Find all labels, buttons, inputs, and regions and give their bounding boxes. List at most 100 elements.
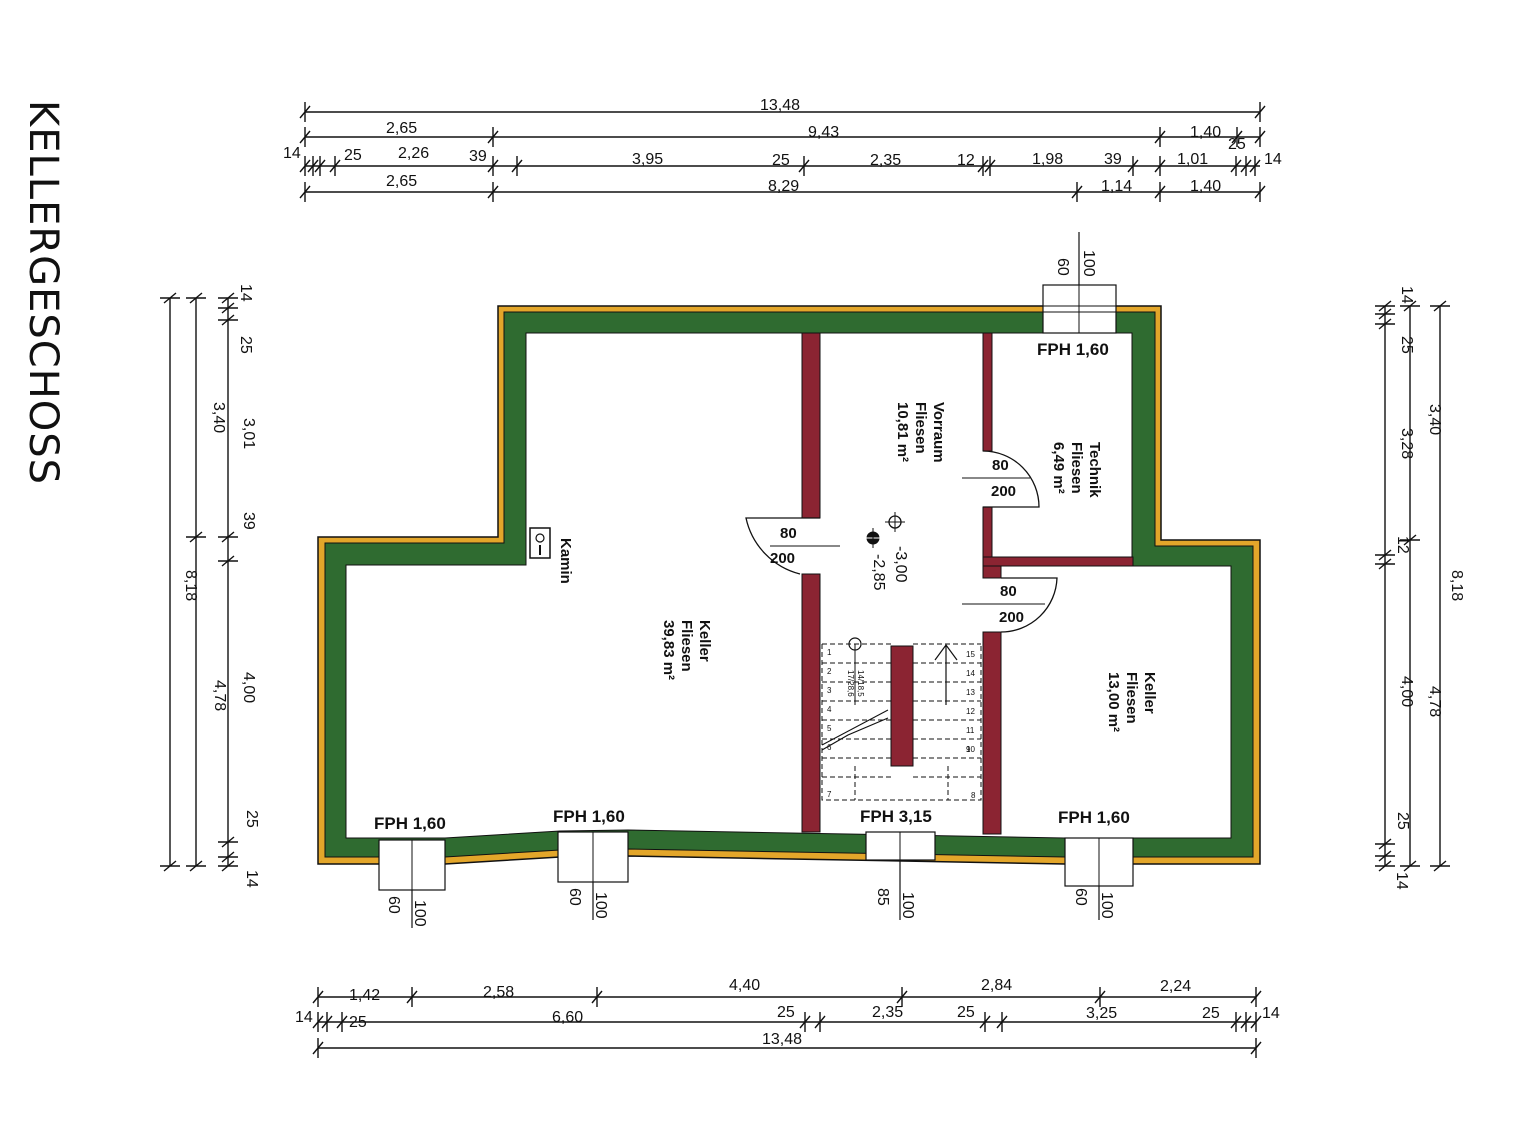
dim-left-in-2: 3,01 xyxy=(240,418,257,449)
dim-left-in-1: 25 xyxy=(237,336,254,354)
door-3-width: 80 xyxy=(1000,583,1017,600)
dim-right-mid-b: 4,78 xyxy=(1426,686,1443,717)
dim-right-in-6: 14 xyxy=(1393,872,1410,890)
dim-right-mid-a: 3,40 xyxy=(1426,404,1443,435)
dim-top-r3-4: 3,95 xyxy=(632,151,663,168)
stair-step-number: 10 xyxy=(966,745,975,754)
door-swing-keller-small xyxy=(1000,577,1058,633)
window-2-h: 100 xyxy=(592,892,609,919)
door-swing-keller xyxy=(745,517,820,575)
dim-right-outer: 8,18 xyxy=(1448,570,1465,601)
stair-landing-label: 8 xyxy=(971,791,976,800)
dim-top-r3-5: 25 xyxy=(772,152,790,169)
dim-bottom-r1-1: 2,58 xyxy=(483,984,514,1001)
dim-right-in-3: 12 xyxy=(1394,536,1411,554)
door-2-width: 80 xyxy=(992,457,1009,474)
room-technik-name: Technik xyxy=(1086,442,1103,498)
window-top-w: 60 xyxy=(1054,258,1071,276)
dim-left-in-6: 14 xyxy=(243,870,260,888)
dim-bottom-r2-1: 25 xyxy=(349,1014,367,1031)
dim-top-r3-10: 1,01 xyxy=(1177,151,1208,168)
door-3-height: 200 xyxy=(999,609,1024,626)
dim-top-r4-c: 1,14 xyxy=(1101,178,1132,195)
stair-center-wall xyxy=(890,645,914,767)
dim-top-r2-d: 25 xyxy=(1228,136,1246,153)
stair-annotation-b: 17/28,6 xyxy=(846,670,855,697)
dim-top-r4-d: 1,40 xyxy=(1190,178,1221,195)
window-label-top: FPH 1,60 xyxy=(1037,340,1109,359)
interior-wall-right-upper xyxy=(982,332,993,452)
interior-wall-technik xyxy=(982,556,1134,567)
window-labels: FPH 1,60 FPH 1,60 FPH 1,60 FPH 3,15 FPH … xyxy=(374,232,1130,928)
dim-top-r3-9: 39 xyxy=(1104,151,1122,168)
dim-right-in-2: 3,28 xyxy=(1398,428,1415,459)
dim-bottom-r2-6: 3,25 xyxy=(1086,1005,1117,1022)
door-1-width: 80 xyxy=(780,525,797,542)
dim-bottom-r1-0: 1,42 xyxy=(349,987,380,1004)
dim-top-r3-11: 14 xyxy=(1264,151,1282,168)
window-3-w: 85 xyxy=(874,888,891,906)
room-vorraum-floor: Fliesen xyxy=(912,402,929,454)
dim-bottom-r2-5: 25 xyxy=(957,1004,975,1021)
dimension-lines: 13,48 2,65 9,43 1,40 25 14 25 2,26 39 3,… xyxy=(160,97,1465,1058)
room-labels: Keller Fliesen 39,83 m² Vorraum Fliesen … xyxy=(557,402,1158,732)
dim-top-r4-a: 2,65 xyxy=(386,173,417,190)
stair-outline xyxy=(821,644,982,801)
building-outline xyxy=(317,284,1261,891)
window-top-h: 100 xyxy=(1080,250,1097,277)
doors xyxy=(745,450,1058,633)
dim-bottom-total: 13,48 xyxy=(762,1031,802,1048)
floor-title: KELLERGESCHOSS xyxy=(20,100,66,485)
interior-wall-left-upper xyxy=(801,332,821,519)
stair-step-number: 11 xyxy=(966,726,975,735)
dim-top-r3-6: 2,35 xyxy=(870,152,901,169)
level-markers: -3,00 -2,85 xyxy=(863,512,909,591)
room-technik-floor: Fliesen xyxy=(1068,442,1085,494)
dim-left-in-3: 39 xyxy=(240,512,257,530)
stair-step-number: 2 xyxy=(827,667,832,676)
dim-top-r2-c: 1,40 xyxy=(1190,124,1221,141)
room-keller-name: Keller xyxy=(696,620,713,662)
stair-step-number: 14 xyxy=(966,669,975,678)
stair-step-number: 3 xyxy=(827,686,832,695)
stair-step-number: 15 xyxy=(966,650,975,659)
room-keller-area: 39,83 m² xyxy=(660,620,677,680)
dim-right-in-0: 14 xyxy=(1398,286,1415,304)
dim-left-in-4: 4,00 xyxy=(240,672,257,703)
dim-bottom-r2-0: 14 xyxy=(295,1009,313,1026)
room-vorraum-name: Vorraum xyxy=(930,402,947,463)
dim-bottom-r2-2: 6,60 xyxy=(552,1009,583,1026)
dim-left-in-5: 25 xyxy=(243,810,260,828)
dim-right-in-4: 4,00 xyxy=(1398,676,1415,707)
dim-top-r2-a: 2,65 xyxy=(386,120,417,137)
dim-bottom-r2-3: 25 xyxy=(777,1004,795,1021)
dim-right-in-5: 25 xyxy=(1394,812,1411,830)
stair-step-number: 9 xyxy=(966,745,971,754)
window-label-bottom-1: FPH 1,60 xyxy=(374,814,446,833)
room-technik-area: 6,49 m² xyxy=(1050,442,1067,494)
dim-top-r3-3: 39 xyxy=(469,148,487,165)
window-label-bottom-3: FPH 3,15 xyxy=(860,807,932,826)
dim-left-mid-b: 4,78 xyxy=(211,680,228,711)
dim-top-r3-7: 12 xyxy=(957,152,975,169)
interior-wall-left-lower xyxy=(801,573,821,833)
dim-bottom-r1-3: 2,84 xyxy=(981,977,1012,994)
kamin-chimney xyxy=(529,527,551,559)
dim-bottom-r2-4: 2,35 xyxy=(872,1004,903,1021)
window-4-w: 60 xyxy=(1072,888,1089,906)
window-label-bottom-4: FPH 1,60 xyxy=(1058,808,1130,827)
room-keller-small-area: 13,00 m² xyxy=(1105,672,1122,732)
interior-wall-right-mid xyxy=(982,506,993,560)
dim-bottom-r2-7: 25 xyxy=(1202,1005,1220,1022)
stair-annotation-a: 14/18,5 xyxy=(856,670,865,697)
room-keller-small-name: Keller xyxy=(1141,672,1158,714)
level-label-a: -3,00 xyxy=(892,546,909,583)
window-1-w: 60 xyxy=(385,896,402,914)
level-label-b: -2,85 xyxy=(870,554,887,591)
stair-step-number: 1 xyxy=(827,648,832,657)
window-3-h: 100 xyxy=(899,892,916,919)
stair-step-number: 6 xyxy=(827,743,832,752)
dim-left-in-0: 14 xyxy=(237,284,254,302)
stair-step-number: 7 xyxy=(827,790,832,799)
